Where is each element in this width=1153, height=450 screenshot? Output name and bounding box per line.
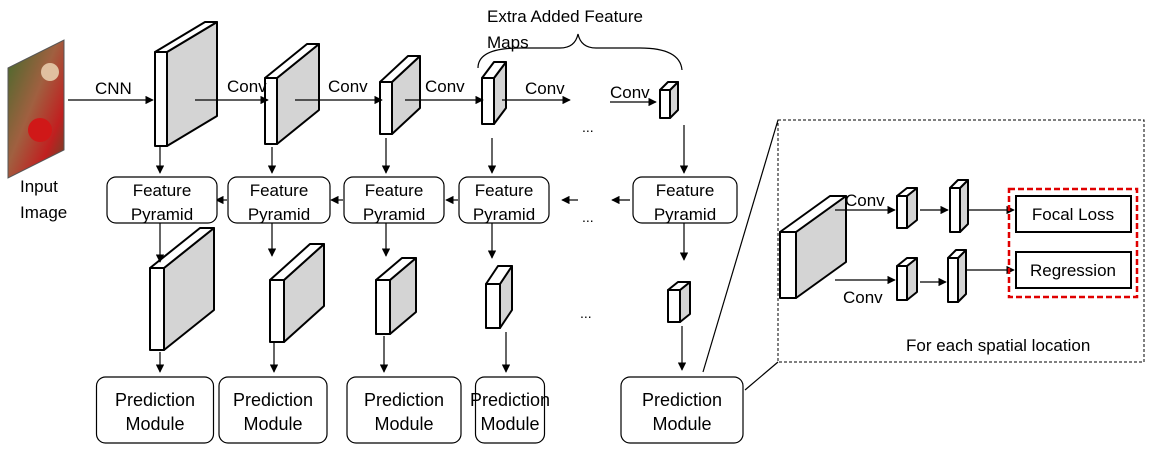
feature-map-mid-4	[485, 265, 513, 329]
prediction-module-box-5-line2: Module	[652, 414, 711, 434]
ellipsis-top: ...	[582, 119, 594, 135]
feature-map-mid-2	[269, 243, 325, 343]
feature-pyramid-box-5-line2: Pyramid	[654, 205, 716, 224]
input-image	[7, 39, 65, 179]
extra-maps-label-line1: Extra Added Feature	[487, 7, 643, 26]
ellipsis-bottom: ...	[580, 305, 592, 321]
prediction-module-box-1-line1: Prediction	[115, 390, 195, 410]
zoom-line-top	[702, 119, 779, 373]
feature-pyramid-box-1-line2: Pyramid	[131, 205, 193, 224]
conv-label-2: Conv	[328, 77, 368, 96]
feature-map-blocks	[149, 21, 691, 351]
prediction-module-box-5-line1: Prediction	[642, 390, 722, 410]
connector-arrows	[155, 95, 689, 373]
feature-pyramid-row: FeaturePyramidFeaturePyramidFeaturePyram…	[106, 176, 738, 224]
feature-pyramid-box-1-line1: Feature	[133, 181, 192, 200]
prediction-module-box-4-line1: Prediction	[470, 390, 550, 410]
input-image-label-line1: Input	[20, 177, 58, 196]
prediction-module-box-3-line2: Module	[374, 414, 433, 434]
feature-pyramid-box-4-line1: Feature	[475, 181, 534, 200]
focal-loss-box	[1015, 195, 1132, 233]
feature-map-top-5	[659, 81, 679, 119]
extra-maps-brace	[477, 33, 683, 71]
focal-loss-label: Focal Loss	[1032, 205, 1114, 224]
detail-input-block	[779, 195, 847, 299]
feature-map-top-2	[264, 43, 320, 145]
feature-map-mid-1	[149, 227, 215, 351]
conv-label-3: Conv	[425, 77, 465, 96]
feature-map-top-1	[154, 21, 218, 147]
feature-map-top-4	[481, 61, 507, 125]
prediction-module-box-4-line2: Module	[480, 414, 539, 434]
detail-conv-label-top: Conv	[845, 191, 885, 210]
conv-label-5: Conv	[610, 83, 650, 102]
prediction-module-box-2-line1: Prediction	[233, 390, 313, 410]
feature-pyramid-box-4-line2: Pyramid	[473, 205, 535, 224]
feature-pyramid-box-5-line1: Feature	[656, 181, 715, 200]
prediction-module-box-1-line2: Module	[125, 414, 184, 434]
feature-map-mid-5	[667, 281, 691, 323]
feature-pyramid-box-2-line2: Pyramid	[248, 205, 310, 224]
detail-conv-block-bottom-a	[896, 257, 918, 301]
feature-pyramid-box-2-line1: Feature	[250, 181, 309, 200]
feature-map-top-3	[379, 55, 421, 135]
detail-conv-block-top-a	[896, 187, 918, 229]
feature-pyramid-box-3-line2: Pyramid	[363, 205, 425, 224]
detail-conv-block-bottom-b	[947, 249, 967, 303]
detail-panel	[777, 119, 1145, 363]
detail-panel-content	[779, 179, 1015, 303]
regression-box	[1015, 251, 1132, 289]
input-image-label-line2: Image	[20, 203, 67, 222]
zoom-line-bottom	[744, 361, 779, 391]
loss-highlight-box	[1007, 187, 1139, 299]
ellipsis-middle: ...	[582, 209, 594, 225]
prediction-module-box-2-line2: Module	[243, 414, 302, 434]
prediction-module-box-3-line1: Prediction	[364, 390, 444, 410]
cnn-label: CNN	[95, 79, 132, 98]
feature-map-mid-3	[375, 257, 417, 335]
feature-pyramid-box-3-line1: Feature	[365, 181, 424, 200]
spatial-location-caption: For each spatial location	[906, 336, 1090, 355]
extra-maps-label-line2: Maps	[487, 33, 529, 52]
regression-label: Regression	[1030, 261, 1116, 280]
prediction-module-row: PredictionModulePredictionModulePredicti…	[95, 376, 744, 444]
conv-label-1: Conv	[227, 77, 267, 96]
detail-conv-label-bottom: Conv	[843, 288, 883, 307]
detail-conv-block-top-b	[949, 179, 969, 233]
conv-label-4: Conv	[525, 79, 565, 98]
